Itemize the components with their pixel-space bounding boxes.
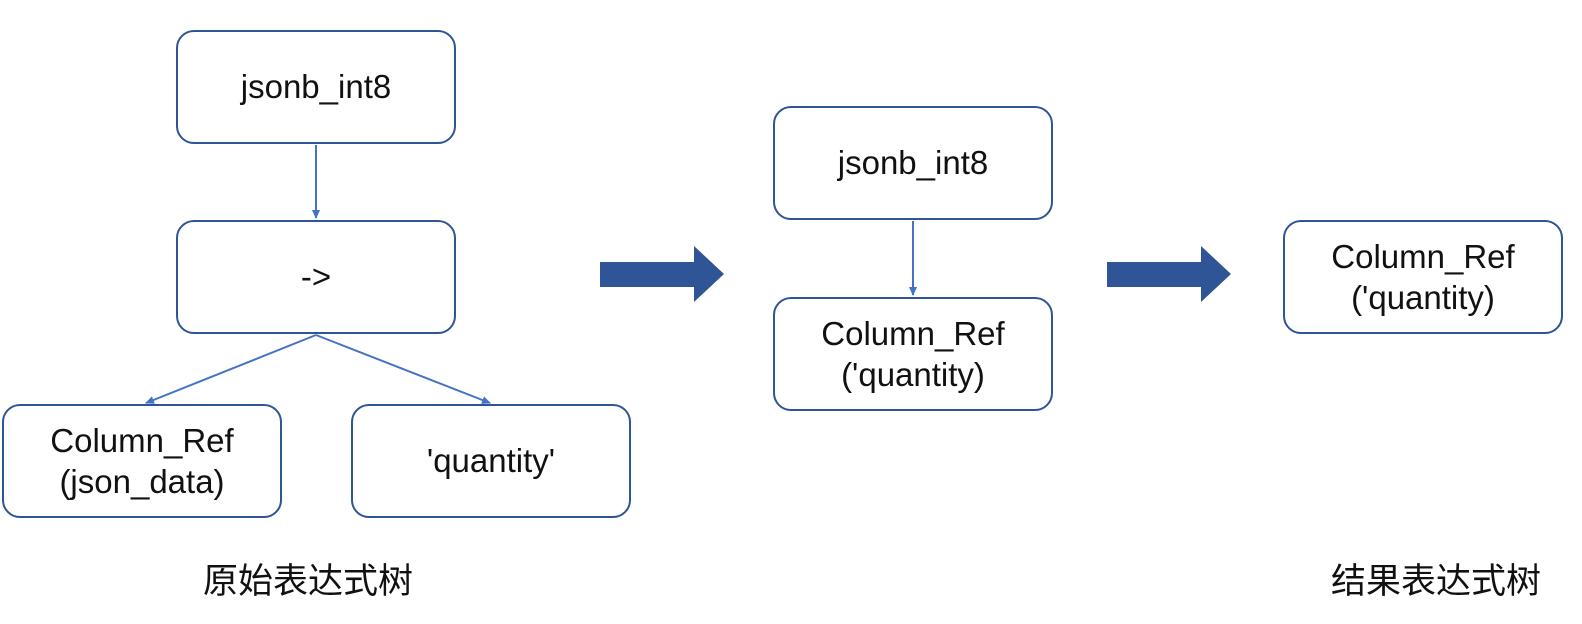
caption-result-tree: 结果表达式树 <box>1331 562 1542 601</box>
edge-operator-to-column-ref <box>145 334 317 404</box>
node-label-line-2: ('quantity) <box>1351 279 1495 316</box>
node-label-line-1: Column_Ref <box>821 314 1005 352</box>
edge-operator-to-quantity <box>315 334 491 404</box>
node-arrow-operator: -> <box>176 220 456 334</box>
transform-arrow-2 <box>1107 246 1231 302</box>
node-column-ref-quantity-result: Column_Ref ('quantity) <box>1283 220 1563 334</box>
caption-original-tree: 原始表达式树 <box>203 562 414 601</box>
node-label-line-2: ('quantity) <box>841 356 985 393</box>
node-column-ref-json-data: Column_Ref (json_data) <box>2 404 282 518</box>
node-jsonb-int8-intermediate: jsonb_int8 <box>773 106 1053 220</box>
node-label-line-2: (json_data) <box>59 463 225 500</box>
node-label: jsonb_int8 <box>837 144 989 182</box>
node-column-ref-quantity-intermediate: Column_Ref ('quantity) <box>773 297 1053 411</box>
node-quantity-literal: 'quantity' <box>351 404 631 518</box>
transform-arrow-1 <box>600 246 724 302</box>
node-label: jsonb_int8 <box>240 68 392 106</box>
node-label-line-1: Column_Ref <box>1331 237 1515 275</box>
node-jsonb-int8-root: jsonb_int8 <box>176 30 456 144</box>
node-label-line-1: Column_Ref <box>50 421 234 459</box>
node-label: -> <box>300 258 332 296</box>
node-label: 'quantity' <box>426 442 556 480</box>
